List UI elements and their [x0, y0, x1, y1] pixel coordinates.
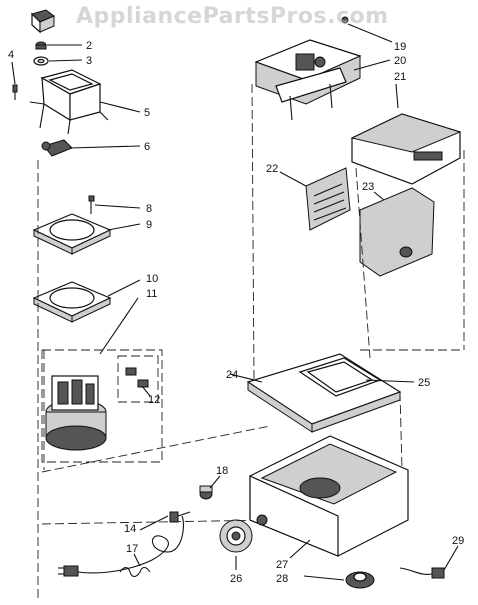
wheel-part-28: [345, 571, 375, 589]
bag-part-23: [359, 187, 435, 277]
callout-6: 6: [144, 141, 150, 153]
callout-22: 22: [266, 163, 278, 175]
callout-24: 24: [226, 369, 238, 381]
callout-labels: 2 3 4 5 6 8 9 10 11 12 14 17 18 19 20 21…: [8, 40, 464, 585]
washer-part-2: [35, 41, 47, 50]
callout-29: 29: [452, 535, 464, 547]
callout-9: 9: [146, 219, 152, 231]
callout-18: 18: [216, 465, 228, 477]
callout-23: 23: [362, 181, 374, 193]
callout-12: 12: [148, 394, 160, 406]
callout-17: 17: [126, 543, 138, 555]
brush-part-12: [125, 367, 149, 388]
callout-11: 11: [146, 288, 157, 300]
ring-part-3: [33, 56, 49, 66]
cord-part-17: [58, 515, 185, 578]
brush-kit-box: [117, 355, 159, 403]
callout-8: 8: [146, 203, 152, 215]
callout-19: 19: [394, 41, 406, 53]
callout-27: 27: [276, 559, 288, 571]
gasket-part-10: [32, 281, 112, 323]
callout-21: 21: [394, 71, 406, 83]
callout-14: 14: [124, 523, 136, 535]
screw-part-19: [341, 16, 349, 24]
screw-part-4: [12, 84, 18, 100]
leader-lines: [11, 23, 459, 581]
top-cap-part: [31, 9, 55, 34]
filter-part-22: [305, 167, 351, 231]
callout-5: 5: [144, 107, 150, 119]
callout-10: 10: [146, 273, 158, 285]
canister-part-27: [249, 435, 409, 557]
clip-part-14: [169, 511, 191, 523]
foot-part-6: [41, 139, 73, 157]
callout-20: 20: [394, 55, 406, 67]
callout-28: 28: [276, 573, 288, 585]
bracket-part-5: [29, 69, 109, 135]
callout-25: 25: [418, 377, 430, 389]
motor-group-box: [41, 349, 163, 463]
wheel-part-26: [219, 519, 253, 553]
gasket-part-9: [32, 213, 112, 255]
motor-part-11: [45, 375, 107, 451]
callout-26: 26: [230, 573, 242, 585]
switch-part-18: [199, 485, 213, 500]
callout-2: 2: [86, 40, 92, 52]
screw-part-8: [88, 195, 95, 214]
pedal-part-29: [399, 567, 445, 579]
control-panel-part-20: [254, 39, 362, 121]
cover-part-21: [350, 113, 462, 185]
callout-4: 4: [8, 49, 14, 61]
callout-3: 3: [86, 55, 92, 67]
